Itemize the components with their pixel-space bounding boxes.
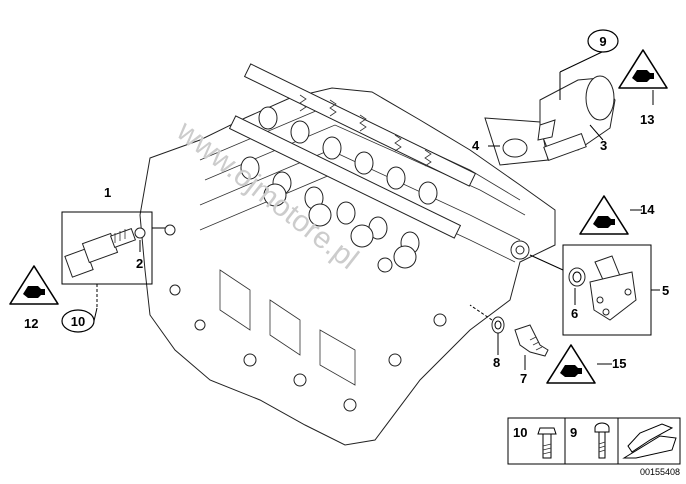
warning-triangle-icon-13: [618, 49, 668, 89]
cylinder-head: [139, 63, 556, 446]
callout-9-circled: 9: [587, 29, 619, 53]
part-5-sensor-group: [529, 244, 660, 336]
connector-plug-icon: [632, 70, 654, 82]
arrow-icon: [622, 423, 677, 459]
fastener-legend: 10 9: [507, 417, 681, 465]
callout-10-circled: 10: [61, 309, 95, 333]
legend-label-10: 10: [513, 425, 527, 440]
callout-13: 13: [640, 112, 654, 127]
part-1-solenoid-group: [61, 211, 165, 308]
part-3-actuator: [484, 51, 616, 166]
camshaft-upper: [243, 63, 477, 205]
washer-8: [491, 316, 505, 334]
connector-plug-icon: [23, 286, 45, 298]
warning-triangle-icon-12: [9, 265, 59, 305]
part-1-frame: [61, 211, 153, 285]
callout-15: 15: [612, 356, 626, 371]
legend-label-9: 9: [570, 425, 577, 440]
connector-plug-icon: [593, 216, 615, 228]
o-ring-6: [568, 267, 586, 287]
callout-14: 14: [640, 202, 655, 217]
solenoid-valve: [64, 227, 137, 278]
seal-ring-2: [134, 227, 146, 239]
screw-icon: [594, 422, 610, 459]
callout-1: 1: [104, 185, 111, 200]
callout-12: 12: [24, 316, 38, 331]
callout-6: 6: [571, 306, 578, 321]
svg-text:10: 10: [71, 314, 85, 329]
callout-7: 7: [520, 371, 527, 386]
warning-triangle-icon-15: [546, 344, 596, 384]
part-7-sender: [469, 304, 549, 370]
connector-plug-icon: [560, 365, 582, 377]
warning-triangle-icon-14: [579, 195, 629, 235]
bolt-icon: [537, 427, 557, 459]
callout-4: 4: [472, 138, 480, 153]
callout-5: 5: [662, 283, 669, 298]
callout-2: 2: [136, 256, 143, 271]
diagram-number: 00155408: [640, 467, 680, 477]
svg-text:9: 9: [599, 34, 606, 49]
callout-8: 8: [493, 355, 500, 370]
callout-3: 3: [600, 138, 607, 153]
